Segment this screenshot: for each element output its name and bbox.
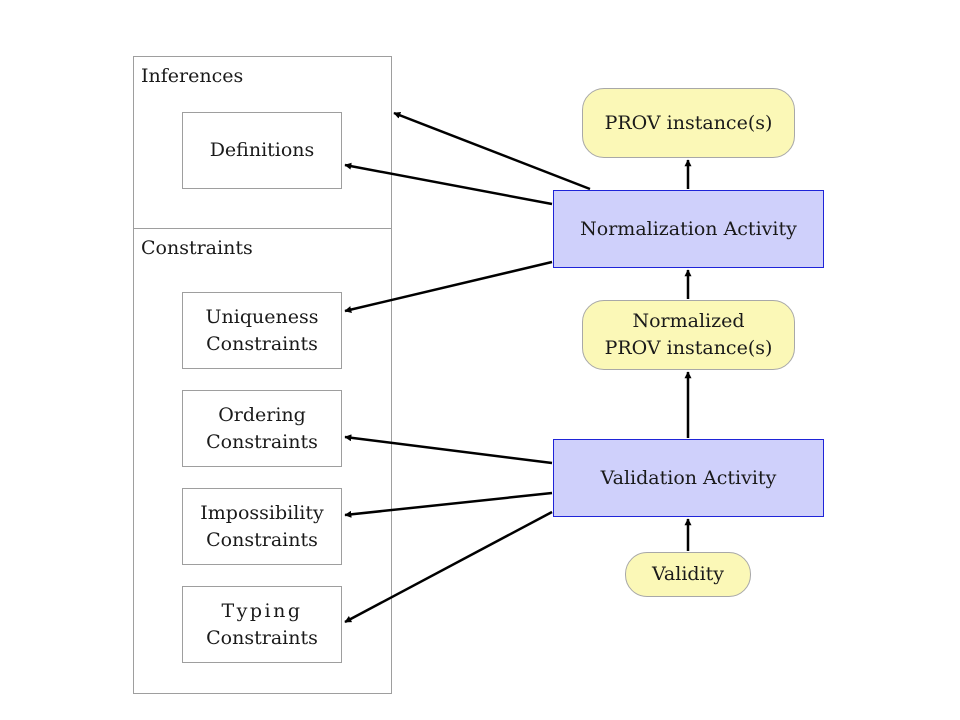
impossibility-label-line2: Constraints [206, 528, 318, 551]
uniqueness-label-line1: Uniqueness [205, 305, 319, 328]
arrow-normalization-to-inferences [393, 111, 591, 191]
ordering-constraints-box: Ordering Constraints [182, 390, 342, 467]
uniqueness-label-line2: Constraints [206, 332, 318, 355]
normalized-label-line1: Normalized [632, 310, 745, 332]
prov-instances-node: PROV instance(s) [582, 88, 795, 158]
arrow-normalization-to-definitions [344, 162, 553, 206]
validation-activity-node: Validation Activity [553, 439, 824, 517]
inferences-label: Inferences [141, 65, 244, 87]
validity-label: Validity [651, 563, 725, 585]
ordering-label-line2: Constraints [206, 430, 318, 453]
arrow-normalization-to-uniqueness [344, 260, 553, 313]
normalization-activity-label: Normalization Activity [580, 217, 797, 240]
constraints-label: Constraints [141, 237, 253, 259]
arrow-validation-to-impossibility [344, 491, 553, 518]
prov-instances-label: PROV instance(s) [604, 111, 773, 134]
normalized-label-line2: PROV instance(s) [604, 337, 773, 359]
typing-label-line1: Typing [221, 599, 303, 622]
definitions-label: Definitions [209, 139, 315, 161]
impossibility-label-line1: Impossibility [200, 501, 324, 524]
normalized-prov-instances-node: Normalized PROV instance(s) [582, 300, 795, 370]
validation-activity-label: Validation Activity [600, 466, 777, 489]
impossibility-constraints-box: Impossibility Constraints [182, 488, 342, 565]
typing-label-line2: Constraints [206, 626, 318, 649]
arrow-validation-to-typing [344, 510, 553, 624]
typing-constraints-box: Typing Constraints [182, 586, 342, 663]
validity-node: Validity [625, 552, 751, 597]
inferences-group: Inferences [133, 56, 392, 229]
uniqueness-constraints-box: Uniqueness Constraints [182, 292, 342, 369]
arrow-validation-to-ordering [344, 434, 553, 465]
definitions-box: Definitions [182, 112, 342, 189]
normalization-activity-node: Normalization Activity [553, 190, 824, 268]
ordering-label-line1: Ordering [218, 403, 306, 426]
